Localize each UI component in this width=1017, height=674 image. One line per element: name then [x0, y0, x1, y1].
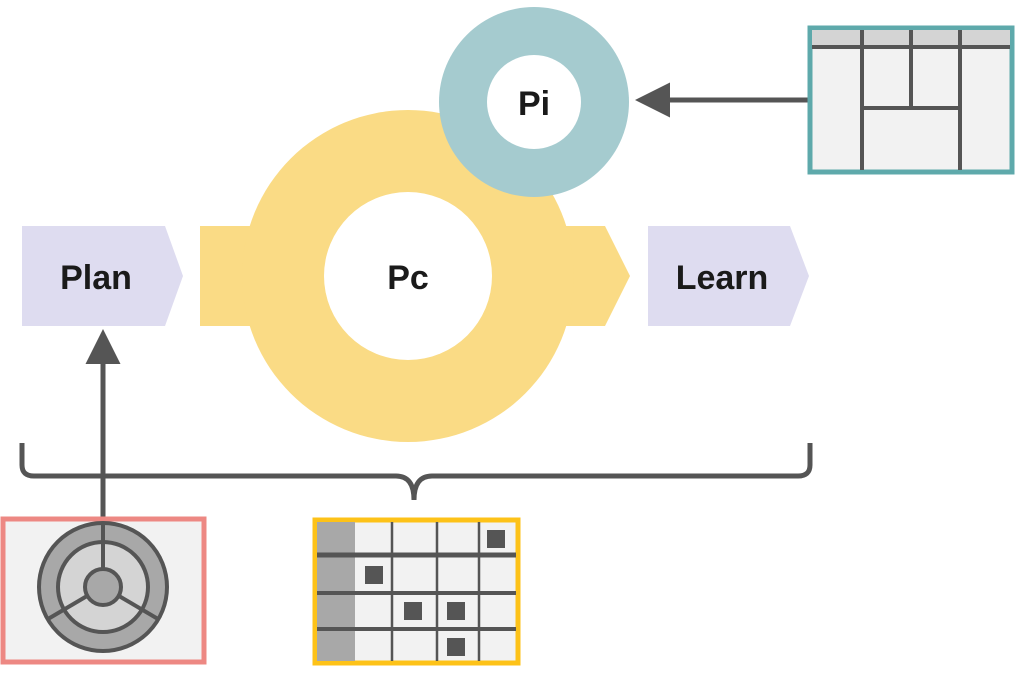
pi-loop: Pi	[439, 7, 629, 197]
grouping-brace	[19, 443, 813, 501]
learn-step: Learn	[648, 226, 809, 326]
pc-right-tab	[560, 226, 630, 326]
radial-chart-icon	[0, 516, 207, 665]
grid-chart-icon	[312, 517, 521, 666]
pc-center	[324, 192, 492, 360]
pc-label: Pc	[387, 259, 429, 297]
learn-label: Learn	[676, 259, 769, 297]
pi-center	[487, 55, 581, 149]
pc-loop: Pc	[200, 110, 630, 442]
plan-step: Plan	[22, 226, 183, 326]
plan-label: Plan	[60, 259, 132, 297]
learn-chevron	[648, 226, 809, 326]
plan-chevron	[22, 226, 183, 326]
pi-label: Pi	[518, 85, 550, 123]
layout-grid-icon	[807, 25, 1015, 175]
